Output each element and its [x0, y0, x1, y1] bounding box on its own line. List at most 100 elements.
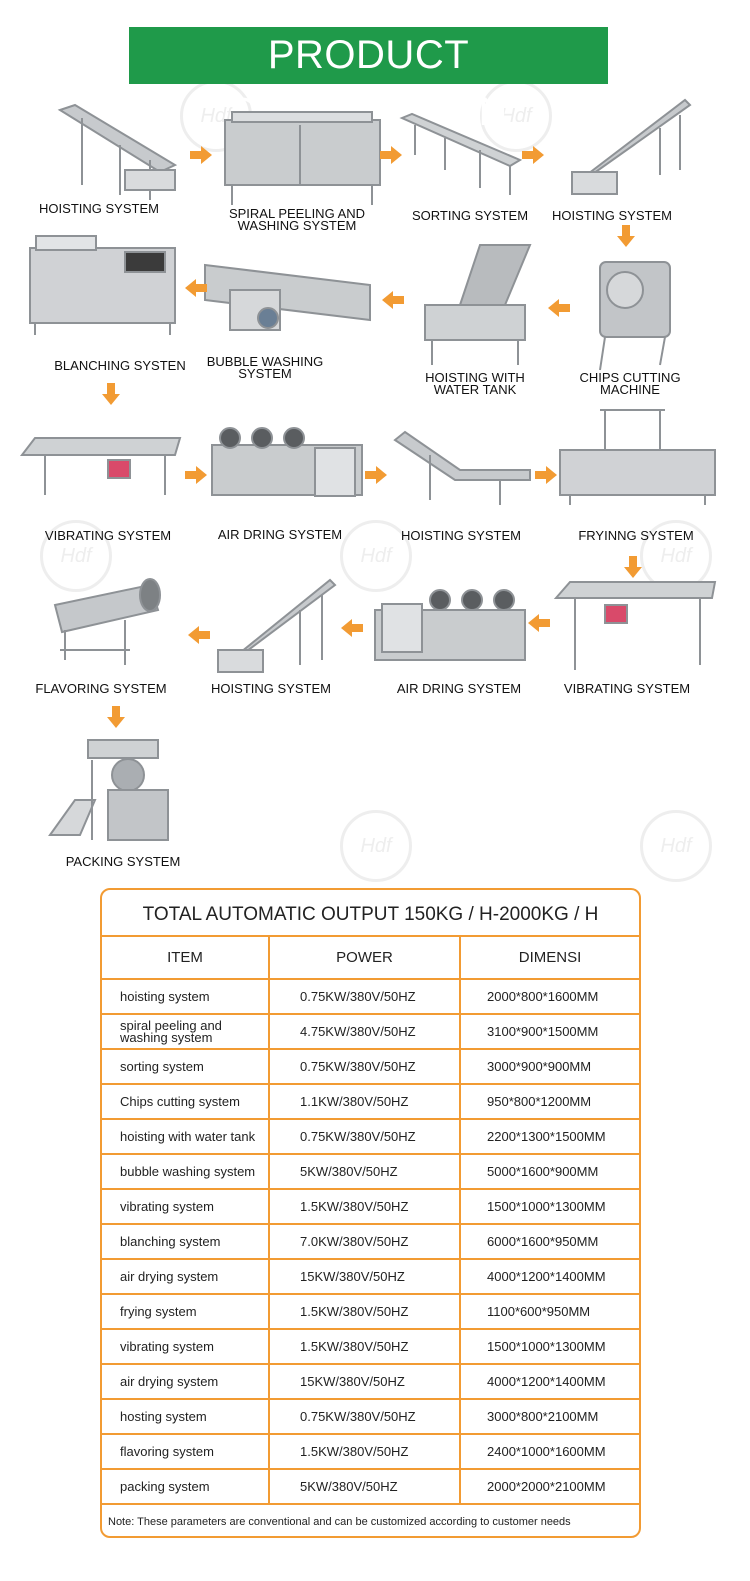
caption-sorting-system: SORTING SYSTEM [411, 208, 529, 223]
table-header-row: ITEM POWER DIMENSI [102, 935, 639, 980]
watermark-logo: Hdf [340, 810, 412, 882]
process-flow: HOISTING SYSTEM SPIRAL PEELING AND WASHI… [19, 98, 717, 869]
vibrating-system-1-image [19, 437, 182, 495]
air-drying-system-2-image [374, 589, 526, 661]
cell-power: 1.1KW/380V/50HZ [268, 1083, 461, 1120]
air-drying-system-1-image [211, 427, 363, 497]
column-header-dimension: DIMENSI [459, 935, 639, 980]
flow-arrow-left [528, 614, 550, 632]
caption-hoisting-system: HOISTING SYSTEM [39, 201, 159, 216]
sorting-system-image [399, 112, 523, 195]
caption-hoisting-system: HOISTING SYSTEM [552, 208, 672, 223]
cell-dimension: 1500*1000*1300MM [459, 1188, 639, 1225]
watermark-logo: Hdf [640, 810, 712, 882]
flavoring-system-image [53, 578, 161, 665]
spec-table-title: TOTAL AUTOMATIC OUTPUT 150KG / H-2000KG … [142, 904, 599, 925]
hoisting-system-2-image [571, 98, 692, 195]
caption-air-drying-system: AIR DRING SYSTEM [217, 527, 343, 542]
cell-item: sorting system [102, 1048, 270, 1085]
cell-dimension: 2400*1000*1600MM [459, 1433, 639, 1470]
cell-dimension: 4000*1200*1400MM [459, 1258, 639, 1295]
cell-power: 0.75KW/380V/50HZ [268, 1048, 461, 1085]
flow-arrow-right [380, 146, 402, 164]
chips-cutting-machine-image [599, 261, 671, 371]
cell-item: vibrating system [102, 1328, 270, 1365]
cell-dimension: 3100*900*1500MM [459, 1013, 639, 1050]
cell-power: 5KW/380V/50HZ [268, 1153, 461, 1190]
cell-dimension: 6000*1600*950MM [459, 1223, 639, 1260]
cell-dimension: 2200*1300*1500MM [459, 1118, 639, 1155]
watermark-logo: Hdf [40, 520, 112, 592]
cell-dimension: 5000*1600*900MM [459, 1153, 639, 1190]
cell-power: 1.5KW/380V/50HZ [268, 1188, 461, 1225]
cell-item: hoisting system [102, 978, 270, 1015]
cell-power: 15KW/380V/50HZ [268, 1258, 461, 1295]
cell-item: air drying system [102, 1258, 270, 1295]
caption-packing-system: PACKING SYSTEM [65, 854, 181, 869]
hoisting-system-1-image [57, 103, 178, 200]
watermark-logo: Hdf [340, 520, 412, 592]
cell-item: flavoring system [102, 1433, 270, 1470]
vibrating-system-2-image [553, 581, 717, 670]
caption-flavoring-system: FLAVORING SYSTEM [35, 681, 167, 696]
cell-item: air drying system [102, 1363, 270, 1400]
cell-power: 0.75KW/380V/50HZ [268, 1118, 461, 1155]
caption-hoisting-water-tank: HOISTING WITH WATER TANK [425, 370, 525, 397]
flow-arrow-right [190, 146, 212, 164]
cell-item: hoisting with water tank [102, 1118, 270, 1155]
cell-power: 1.5KW/380V/50HZ [268, 1293, 461, 1330]
flow-arrow-right [185, 466, 207, 484]
flow-arrow-left [548, 299, 570, 317]
cell-item: packing system [102, 1468, 270, 1505]
cell-item: Chips cutting system [102, 1083, 270, 1120]
cell-dimension: 3000*800*2100MM [459, 1398, 639, 1435]
hoisting-system-3-image [393, 430, 531, 505]
cell-dimension: 1500*1000*1300MM [459, 1328, 639, 1365]
cell-dimension: 2000*2000*2100MM [459, 1468, 639, 1505]
cell-power: 1.5KW/380V/50HZ [268, 1328, 461, 1365]
caption-frying-system: FRYINNG SYSTEM [578, 528, 694, 543]
caption-blanching-system: BLANCHING SYSTEN [54, 358, 186, 373]
packing-system-image [48, 739, 169, 841]
caption-vibrating-system: VIBRATING SYSTEM [44, 528, 172, 543]
flow-arrow-right [365, 466, 387, 484]
flow-arrow-left [382, 291, 404, 309]
cell-dimension: 4000*1200*1400MM [459, 1363, 639, 1400]
flow-arrow-right [522, 146, 544, 164]
bubble-washing-image [204, 263, 371, 331]
flow-arrow-down [102, 383, 120, 405]
cell-power: 4.75KW/380V/50HZ [268, 1013, 461, 1050]
caption-vibrating-system: VIBRATING SYSTEM [563, 681, 691, 696]
flow-arrow-down [107, 706, 125, 728]
process-flow-drawing [19, 98, 717, 841]
spiral-peeling-washing-image [224, 111, 381, 205]
spec-table-panel: TOTAL AUTOMATIC OUTPUT 150KG / H-2000KG … [100, 888, 641, 1538]
frying-system-image [559, 409, 716, 505]
caption-hoisting-system: HOISTING SYSTEM [401, 528, 521, 543]
cell-item: vibrating system [102, 1188, 270, 1225]
cell-item: spiral peeling and washing system [102, 1013, 270, 1050]
caption-chips-cutting: CHIPS CUTTING MACHINE [579, 370, 681, 397]
cell-item: blanching system [102, 1223, 270, 1260]
caption-spiral-peeling: SPIRAL PEELING AND WASHING SYSTEM [228, 206, 366, 233]
column-header-power: POWER [268, 935, 461, 980]
cell-power: 1.5KW/380V/50HZ [268, 1433, 461, 1470]
caption-hoisting-system: HOISTING SYSTEM [211, 681, 331, 696]
hoisting-system-4-image [217, 578, 337, 673]
hoisting-water-tank-image [424, 244, 532, 365]
cell-power: 0.75KW/380V/50HZ [268, 978, 461, 1015]
